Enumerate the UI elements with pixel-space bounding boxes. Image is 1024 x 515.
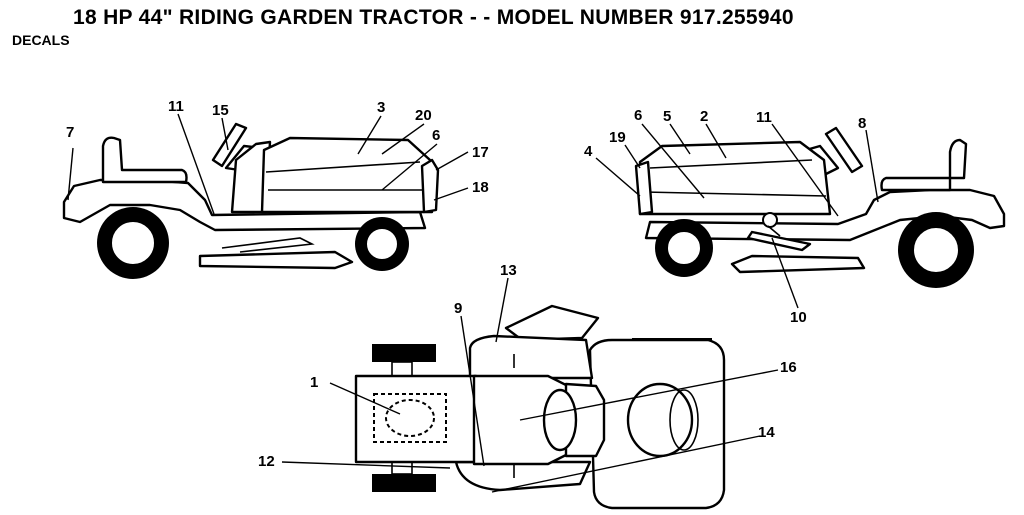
callout-labels: 7 11 15 3 20 6 17 18 4 19 6 5 2 11 8 10 … [66, 98, 866, 470]
dash-panel [564, 382, 606, 458]
steering-wheel [211, 122, 248, 168]
page-title: 18 HP 44" RIDING GARDEN TRACTOR - - MODE… [73, 6, 794, 29]
grille [634, 160, 654, 216]
callout-14: 14 [758, 424, 775, 441]
seat [101, 136, 188, 184]
front-wheel-bottom [372, 474, 436, 492]
mower-deck [730, 254, 866, 274]
hood [260, 136, 434, 214]
callout-6-right: 6 [634, 107, 642, 124]
callout-18: 18 [472, 179, 489, 196]
hood-decal-outline [373, 393, 447, 443]
steering-wheel-top [504, 304, 600, 342]
callout-12: 12 [258, 453, 275, 470]
callout-6-left: 6 [432, 127, 440, 144]
tractor-top-view [354, 304, 726, 510]
callout-11-left: 11 [168, 98, 184, 115]
callout-1: 1 [310, 374, 318, 391]
lift-lever-knob [762, 212, 778, 228]
pedal [746, 230, 812, 252]
tractor-left-side-view [62, 122, 440, 279]
callout-9: 9 [454, 300, 462, 317]
callout-8: 8 [858, 115, 866, 132]
grille [420, 158, 440, 214]
callout-11-right: 11 [756, 109, 772, 126]
steering-wheel [824, 126, 864, 174]
hood-front [354, 374, 478, 464]
hood-side-lower [454, 460, 592, 492]
dash-oval [542, 388, 578, 452]
hood [638, 140, 832, 216]
callout-13: 13 [500, 262, 517, 279]
callout-19: 19 [609, 129, 626, 146]
seat [880, 138, 968, 192]
callout-17: 17 [472, 144, 489, 161]
callout-5: 5 [663, 108, 671, 125]
callout-10: 10 [790, 309, 807, 326]
callout-3: 3 [377, 99, 385, 116]
mower-deck [198, 250, 354, 270]
page-subtitle: DECALS [12, 32, 70, 48]
seat-top [626, 382, 694, 458]
callout-2: 2 [700, 108, 708, 125]
front-wheel-top [372, 344, 436, 362]
callout-16: 16 [780, 359, 797, 376]
leader-lines [67, 113, 879, 493]
tractor-right-side-view [634, 126, 1006, 288]
callout-7: 7 [66, 124, 74, 141]
callout-20: 20 [415, 107, 432, 124]
callout-15: 15 [212, 102, 229, 119]
dash-tower [230, 140, 272, 214]
callout-4: 4 [584, 143, 593, 160]
hood-side-upper [468, 334, 594, 380]
